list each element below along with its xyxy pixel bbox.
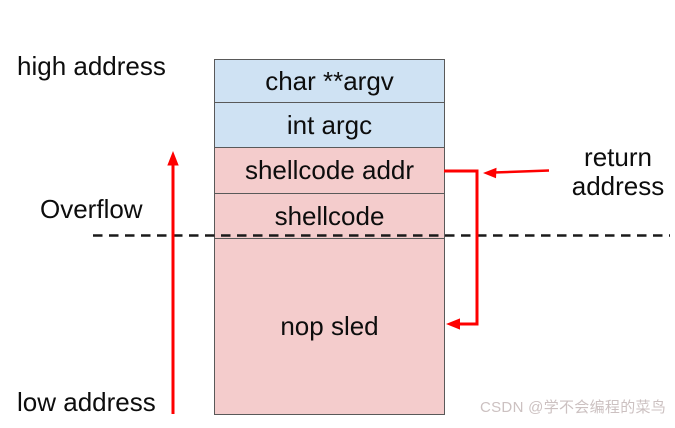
csdn-watermark: CSDN @学不会编程的菜鸟 bbox=[480, 399, 667, 416]
stack-row-argv: char **argv bbox=[215, 60, 444, 103]
return-address-line2: address bbox=[571, 171, 665, 201]
high-address-label: high address bbox=[17, 51, 166, 81]
stack-row-nop-sled: nop sled bbox=[215, 239, 444, 414]
overflow-direction-arrow-icon bbox=[167, 151, 179, 414]
stack-row-shellcode-label: shellcode bbox=[274, 200, 385, 231]
return-address-pointer-arrow-icon bbox=[483, 167, 550, 179]
stack-memory-diagram: char **argv int argc shellcode addr shel… bbox=[214, 59, 445, 415]
stack-row-nop-sled-label: nop sled bbox=[280, 311, 379, 341]
stack-row-argc-label: int argc bbox=[286, 109, 373, 140]
stack-row-shellcode: shellcode bbox=[215, 194, 444, 239]
stack-row-shellcode-addr-label: shellcode addr bbox=[244, 155, 415, 185]
stack-row-shellcode-addr: shellcode addr bbox=[215, 148, 444, 194]
stack-row-argv-label: char **argv bbox=[265, 65, 394, 96]
stack-row-argc: int argc bbox=[215, 103, 444, 148]
return-address-label: return address bbox=[556, 143, 675, 201]
low-address-label: low address bbox=[17, 387, 156, 417]
overflow-label: Overflow bbox=[40, 194, 143, 224]
return-address-bracket-icon bbox=[444, 169, 479, 330]
return-address-line1: return bbox=[584, 142, 652, 172]
